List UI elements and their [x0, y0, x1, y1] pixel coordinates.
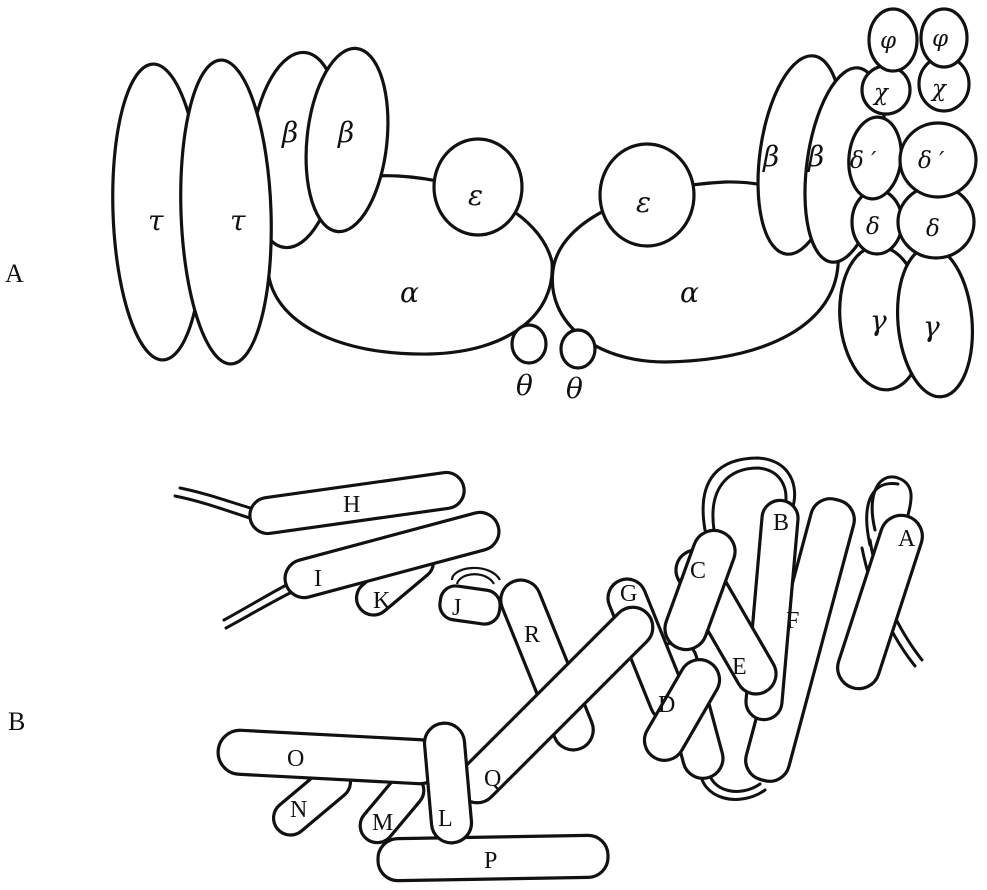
helix-e-label: E: [732, 654, 747, 680]
epsilon-right-label: ε: [636, 186, 651, 219]
panel-a: A τ τ: [5, 7, 978, 405]
helix-f-label: F: [786, 608, 799, 634]
psi-right-label: φ: [932, 26, 949, 52]
helix-g-label: G: [620, 581, 637, 607]
helix-b-label: B: [773, 510, 789, 536]
panel-a-label: A: [5, 259, 24, 288]
chi-left-label: χ: [872, 80, 890, 106]
tau-left-label: τ: [148, 204, 164, 237]
theta-left-label: θ: [516, 369, 533, 402]
chi-right-label: χ: [930, 76, 948, 102]
helix-h-label: H: [343, 492, 360, 518]
loop-a-outer: [870, 475, 913, 532]
theta-right-subunit: [559, 328, 597, 370]
helix-n-label: N: [290, 797, 307, 823]
helix-l: [422, 721, 474, 845]
theta-left-subunit: [510, 323, 548, 365]
psi-right-subunit: [919, 7, 969, 69]
helix-m-label: M: [372, 810, 393, 836]
delta-left-label: δ: [866, 214, 880, 240]
helix-q-label: Q: [484, 766, 501, 792]
beta-2-label: β: [337, 116, 354, 149]
helix-k-label: K: [373, 588, 391, 614]
helix-a: [836, 513, 924, 691]
helix-l-label: L: [438, 806, 453, 832]
delta-prime-left-label: δ ′: [850, 148, 877, 174]
beta-1-label: β: [281, 116, 298, 149]
tau-right-label: τ: [230, 204, 246, 237]
gamma-left-label: γ: [870, 304, 887, 337]
beta-3-label: β: [762, 140, 779, 173]
delta-prime-right-subunit: [898, 121, 978, 199]
helix-c-label: C: [690, 558, 706, 584]
helix-a-label: A: [898, 526, 916, 552]
loop-j-outer: [450, 566, 501, 581]
helix-j-label: J: [452, 595, 461, 621]
epsilon-right-subunit: [598, 142, 696, 248]
delta-right-label: δ: [926, 216, 940, 242]
panel-b-label: B: [8, 707, 25, 736]
helix-r-label: R: [524, 622, 540, 648]
delta-prime-right-label: δ ′: [918, 148, 945, 174]
strand-i-outer: [224, 586, 302, 630]
loop-bc-inner: [711, 466, 788, 532]
beta-left-inner-subunit: [304, 46, 390, 234]
psi-left-subunit: [867, 7, 919, 73]
alpha-right-label: α: [680, 276, 699, 309]
helix-o: [216, 728, 444, 786]
loop-a-inner: [865, 482, 900, 547]
helix-o-label: O: [287, 746, 304, 772]
helix-j: [438, 584, 502, 626]
helix-h: [248, 470, 466, 536]
helix-d-label: D: [658, 692, 675, 718]
helix-i-label: I: [314, 566, 322, 592]
loop-j-inner: [455, 573, 495, 585]
alpha-left-label: α: [400, 276, 419, 309]
loop-bc-outer: [701, 456, 797, 532]
theta-right-label: θ: [566, 372, 583, 405]
gamma-right-label: γ: [923, 310, 940, 343]
helix-p: [376, 833, 610, 883]
tau-right-subunit: [179, 58, 273, 366]
epsilon-left-label: ε: [468, 179, 483, 212]
psi-left-label: φ: [880, 28, 897, 54]
helix-d: [642, 658, 722, 762]
beta-4-label: β: [807, 140, 824, 173]
panel-b: B: [8, 456, 924, 883]
epsilon-left-subunit: [432, 137, 524, 237]
helix-p-label: P: [484, 848, 497, 874]
helix-c: [663, 528, 737, 652]
